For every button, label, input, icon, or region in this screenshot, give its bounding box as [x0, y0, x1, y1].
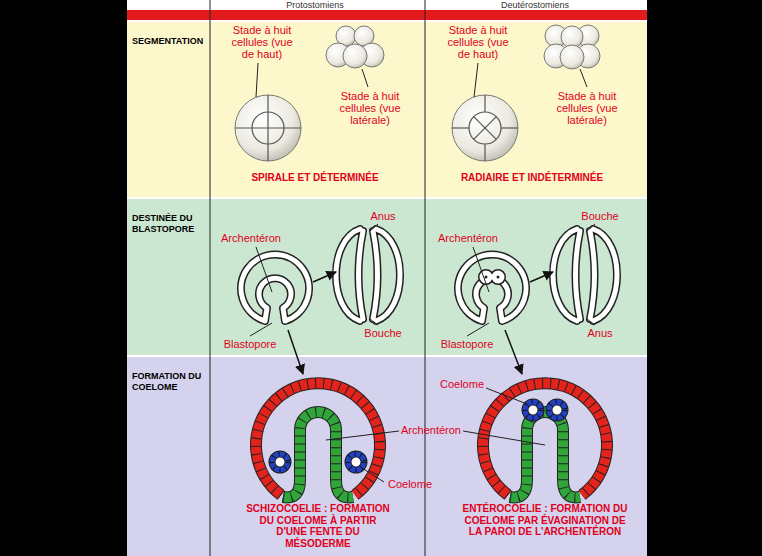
cleavage-type: RADIAIRE ET INDÉTERMINÉE — [432, 172, 632, 184]
caption: ENTÉROCOELIE : FORMATION DU COELOME PAR … — [463, 503, 628, 538]
eight-cell-side-view — [544, 25, 600, 69]
stage-label: Stade à huit cellules (vue de haut) — [445, 24, 511, 60]
row-heading: DESTINÉE DU BLASTOPORE — [132, 213, 212, 235]
eight-cell-top-view — [235, 95, 301, 161]
part-label: Archentéron — [396, 424, 466, 436]
part-label: Blastopore — [215, 338, 285, 350]
eight-cell-top-view — [452, 95, 518, 161]
stage-label: Stade à huit cellules (vue de haut) — [229, 24, 295, 60]
row-heading: SEGMENTATION — [132, 36, 203, 47]
part-label: Archentéron — [433, 232, 503, 244]
leader-line — [256, 63, 587, 97]
cleavage-type: SPIRALE ET DÉTERMINÉE — [215, 172, 415, 184]
embryo-section — [483, 383, 607, 497]
header-bar — [127, 10, 647, 20]
part-label: Blastopore — [432, 338, 502, 350]
band-ground — [127, 357, 647, 556]
stage-label: Stade à huit cellules (vue latérale) — [552, 90, 622, 126]
part-label: Coelome — [437, 378, 487, 390]
band-ground — [127, 22, 647, 197]
column-line — [425, 0, 426, 556]
stage-label: Stade à huit cellules (vue latérale) — [335, 90, 405, 126]
gastrula — [241, 255, 309, 321]
arrow — [288, 272, 553, 374]
part-label: Anus — [580, 327, 620, 339]
embryo-section — [256, 383, 380, 497]
leader-line — [326, 388, 545, 482]
part-label: Archentéron — [216, 232, 286, 244]
panel — [127, 0, 647, 556]
row-heading: FORMATION DU COELOME — [132, 371, 212, 393]
eight-cell-side-view — [326, 26, 384, 68]
part-label: Coelome — [385, 478, 435, 490]
column-line — [210, 0, 211, 556]
band-ground — [127, 199, 647, 355]
larva — [336, 229, 400, 321]
gastrula — [458, 255, 526, 321]
part-label: Anus — [363, 210, 403, 222]
column-heading: Deutérostomiens — [460, 0, 610, 10]
part-label: Bouche — [358, 327, 408, 339]
part-label: Bouche — [575, 210, 625, 222]
caption: SCHIZOCOELIE : FORMATION DU COELOME À PA… — [243, 503, 393, 549]
leader-line — [250, 224, 595, 336]
column-heading: Protostomiens — [240, 0, 390, 10]
larva — [553, 229, 617, 321]
